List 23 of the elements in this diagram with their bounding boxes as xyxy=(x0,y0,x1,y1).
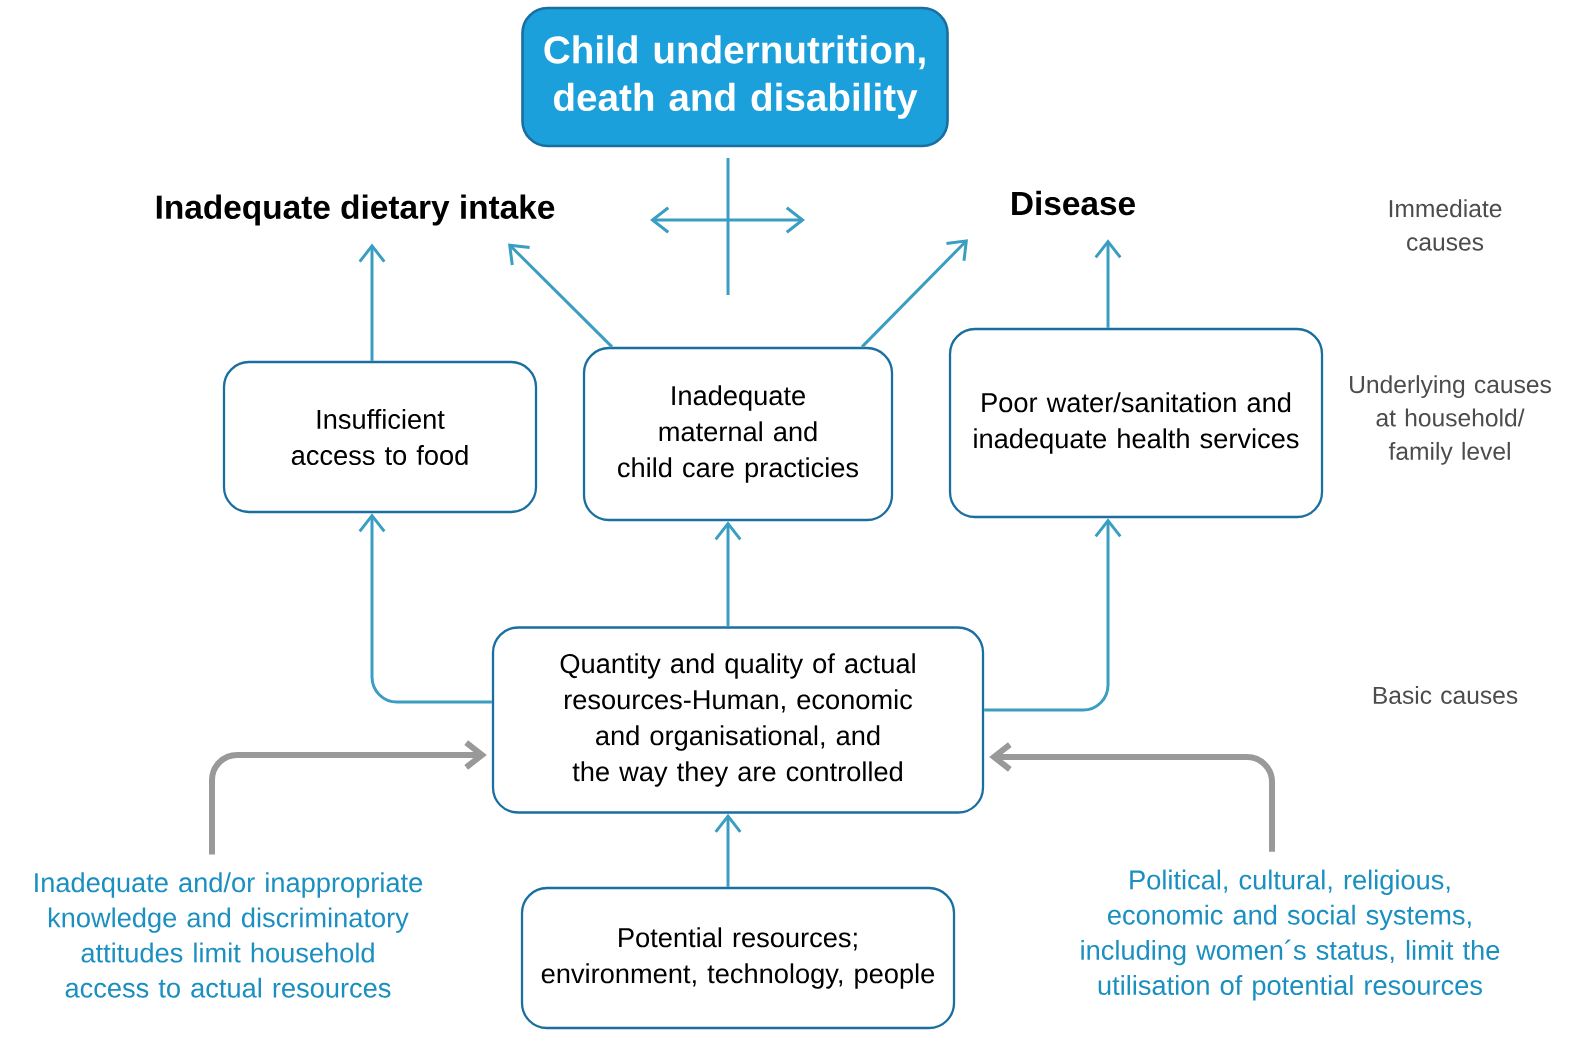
note-text: Inadequate and/or inappropriate knowledge and discriminatory attitudes limit household access to actual resources xyxy=(35,872,423,998)
level-label: Immediate causes xyxy=(1389,199,1502,251)
process-box: Potential resources; environment, technology, people xyxy=(520,886,956,1030)
process-box: Poor water/sanitation and inadequate health services xyxy=(948,327,1324,519)
arrow xyxy=(358,513,492,704)
process-box: Quantity and quality of actual resources-Human, economic and organisational, and the way they are controlled xyxy=(491,626,985,814)
arrow xyxy=(508,243,614,348)
arrow xyxy=(989,742,1275,852)
arrow xyxy=(860,239,968,348)
note-text: Political, cultural, religious, economic and social systems, including women´s status, limit the utilisation of potential resources xyxy=(1081,869,1500,1001)
heading-text: Inadequate dietary intake xyxy=(156,194,555,226)
arrow xyxy=(358,243,386,361)
arrow xyxy=(1094,239,1122,328)
process-box: Insufficient access to food xyxy=(222,360,538,514)
arrow xyxy=(714,521,742,627)
arrow xyxy=(714,813,742,887)
heading-text: Disease xyxy=(1012,190,1135,216)
outcome-box: Child undernutrition, death and disability xyxy=(521,6,949,148)
level-label: Basic causes xyxy=(1373,685,1518,705)
level-label: Underlying causes at household/ family level xyxy=(1350,375,1551,465)
arrow xyxy=(209,740,487,855)
arrow xyxy=(984,518,1122,712)
process-box: Inadequate maternal and child care practicies xyxy=(582,346,894,522)
